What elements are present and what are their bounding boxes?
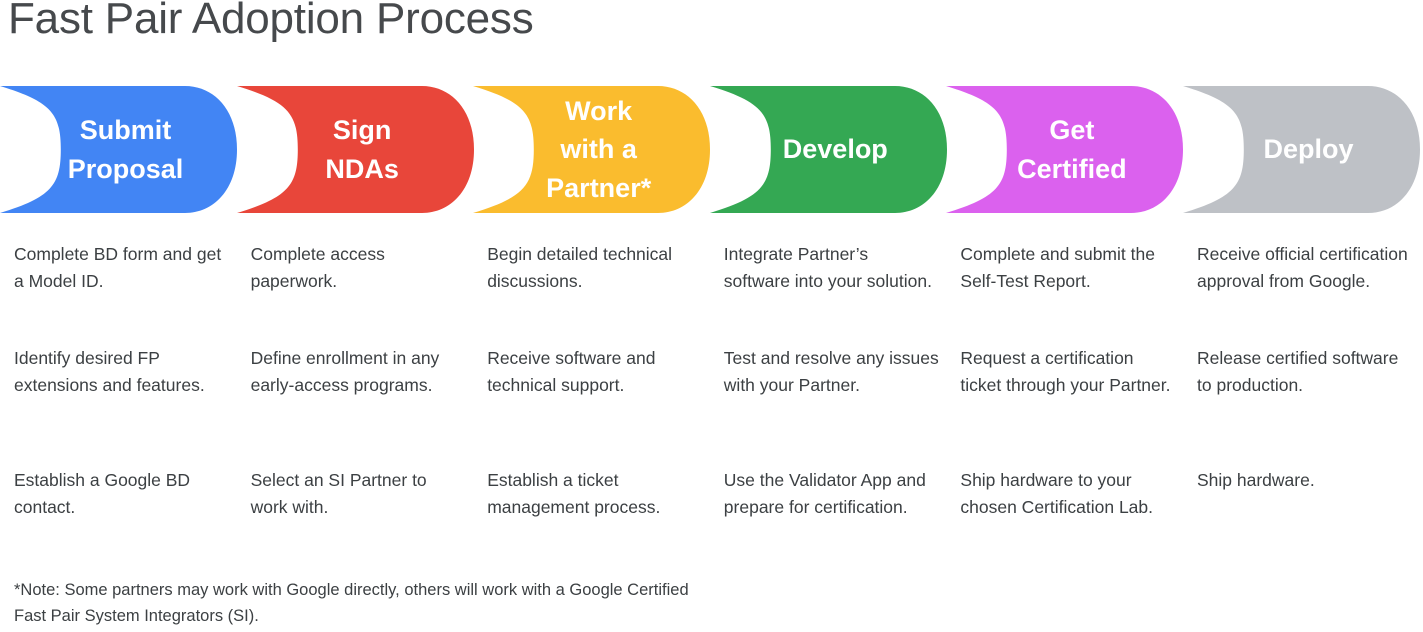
footnote: *Note: Some partners may work with Googl…	[14, 581, 689, 626]
process-stage-6[interactable]: Deploy	[1183, 86, 1420, 213]
stage-label: Submit Proposal	[67, 115, 184, 184]
stage-label: Develop	[782, 133, 888, 164]
stage-task-item: Begin detailed technical discussions.	[487, 244, 673, 292]
chevron-arrow-icon	[1183, 86, 1420, 213]
stage-task-item: Establish a ticket management process.	[487, 470, 661, 518]
stage-task-item: Receive software and technical support.	[487, 348, 656, 396]
process-stage-5[interactable]: Get Certified	[946, 86, 1184, 213]
stage-label: Deploy	[1263, 133, 1354, 164]
stage-label: Get Certified	[1017, 115, 1127, 184]
chevron-arrow-icon	[0, 86, 237, 213]
stage-label: Sign NDAs	[325, 115, 399, 184]
stage-task-item: Complete BD form and get a Model ID.	[14, 244, 222, 292]
process-chevron-band: Submit Proposal Sign NDAs Work with a Part…	[0, 86, 1423, 213]
page-title: Fast Pair Adoption Process	[8, 0, 534, 43]
stage-task-item: Use the Validator App and prepare for ce…	[723, 470, 926, 518]
stage-task-item: Establish a Google BD contact.	[14, 470, 191, 518]
stage-task-item: Select an SI Partner to work with.	[250, 470, 427, 518]
chevron-arrow-icon	[946, 86, 1184, 213]
stage-task-item: Test and resolve any issues with your Pa…	[723, 348, 939, 396]
stage-task-item: Integrate Partner’s software into your s…	[723, 244, 932, 292]
stage-task-item: Identify desired FP extensions and featu…	[14, 348, 205, 396]
stage-task-item: Complete and submit the Self-Test Report…	[960, 244, 1155, 292]
stage-detail-columns: Complete BD form and get a Model ID. Iden…	[0, 241, 1423, 541]
chevron-arrow-icon	[473, 86, 711, 213]
stage-task-item: Ship hardware to your chosen Certificati…	[960, 470, 1154, 518]
chevron-arrow-icon	[709, 86, 947, 213]
stage-task-item: Release certified software to production…	[1197, 348, 1399, 396]
stage-task-item: Request a certification ticket through y…	[960, 348, 1171, 396]
process-stage-2[interactable]: Sign NDAs	[236, 86, 474, 213]
stage-label: Work with a Partner*	[546, 96, 652, 203]
stage-task-item: Ship hardware.	[1197, 470, 1315, 490]
process-stage-1[interactable]: Submit Proposal	[0, 86, 237, 213]
stage-task-item: Complete access paperwork.	[250, 244, 385, 292]
chevron-arrow-icon	[236, 86, 474, 213]
stage-task-item: Receive official certification approval …	[1197, 244, 1408, 292]
process-stage-4[interactable]: Develop	[709, 86, 947, 213]
process-stage-3[interactable]: Work with a Partner*	[473, 86, 711, 213]
stage-task-item: Define enrollment in any early-access pr…	[250, 348, 440, 396]
